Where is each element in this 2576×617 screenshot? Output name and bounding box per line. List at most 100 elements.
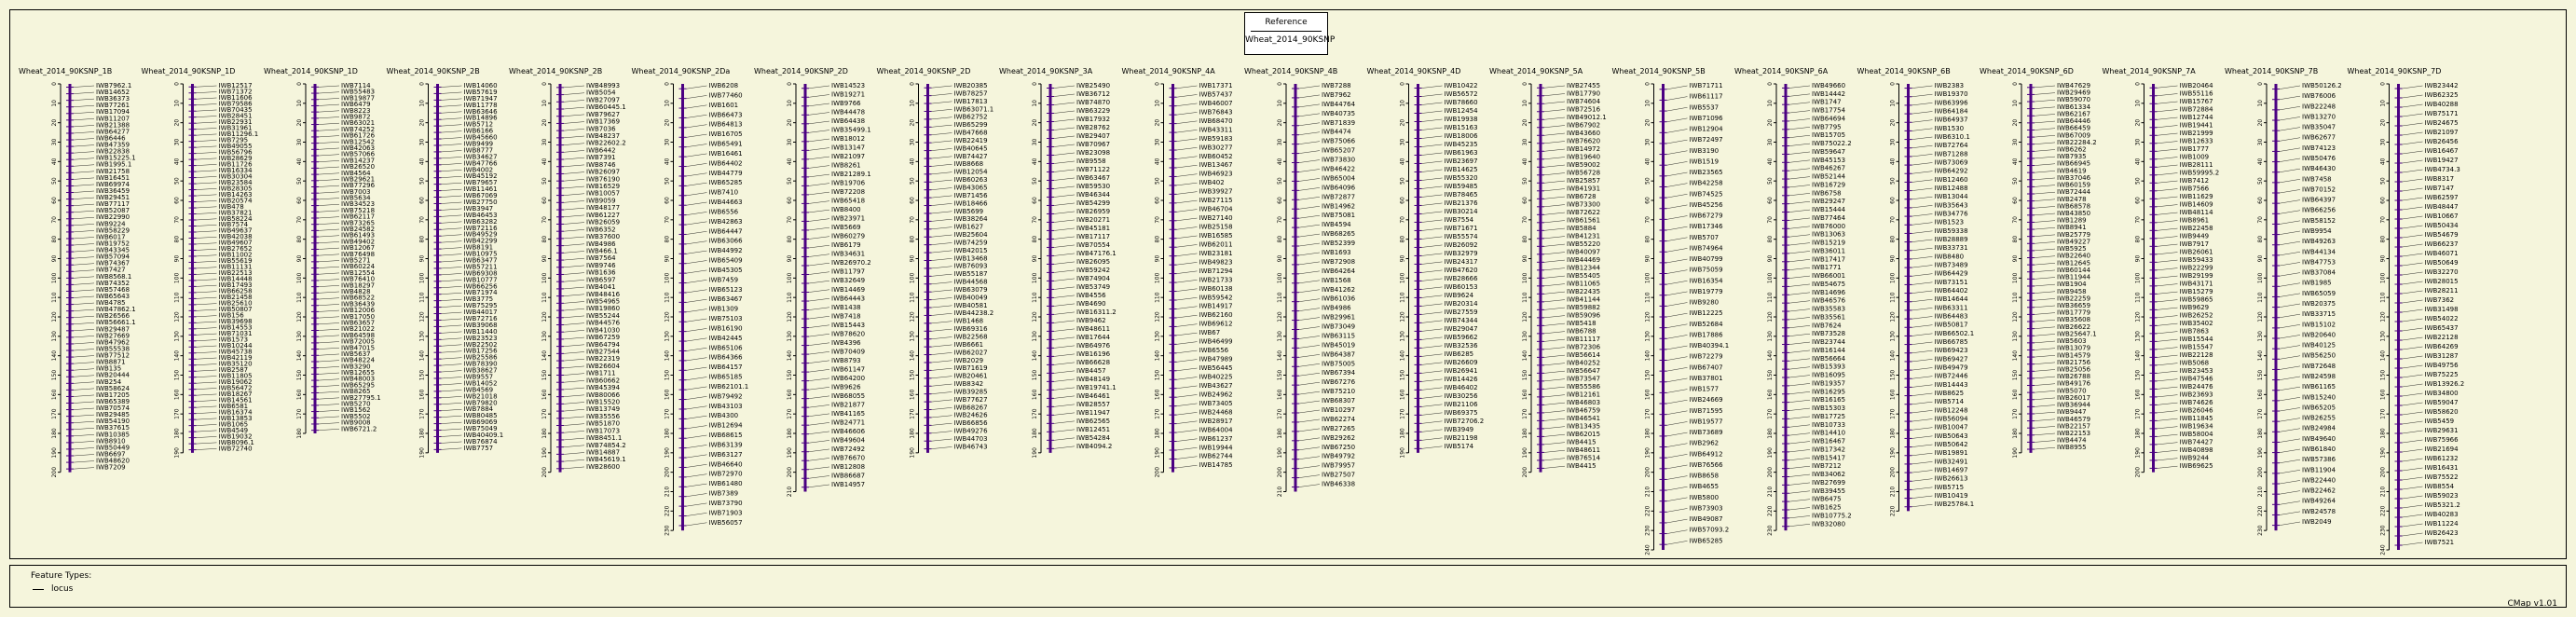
marker-label: IWB47629 [2057, 82, 2090, 89]
marker-label: IWB45235 [1445, 141, 1478, 148]
marker-label: IWB15547 [2180, 344, 2213, 351]
marker-label: IWB31498 [2425, 306, 2459, 313]
marker-connector [2402, 420, 2423, 425]
marker-connector [73, 112, 95, 114]
marker-connector [1176, 94, 1198, 98]
marker-connector [1911, 418, 1933, 422]
marker-connector [2402, 336, 2423, 341]
scale-tick-label: 30 [1645, 139, 1651, 146]
marker-connector [318, 85, 340, 88]
marker-label: IWB35120 [219, 360, 253, 367]
marker-label: IWB18267 [219, 391, 253, 398]
chromosome-column-5: Wheat_2014_90KSNP_2Da0102030405060708090… [632, 67, 749, 536]
marker-label: IWB59047 [2425, 399, 2459, 406]
marker-label: IWB56472 [219, 384, 253, 391]
marker-connector [2279, 521, 2301, 526]
marker-label: IWB4734.3 [2425, 166, 2460, 173]
marker-label: IWB4619 [2057, 167, 2087, 174]
scale-tick-label: 190 [1645, 447, 1651, 459]
scale-tick-label: 100 [419, 272, 426, 283]
scale-tick-label: 90 [2257, 255, 2264, 263]
marker-label: IWB14917 [1199, 303, 1233, 310]
marker-connector [441, 396, 462, 399]
marker-connector [2402, 532, 2423, 537]
marker-label: IWB61036 [1322, 295, 1356, 303]
marker-label: IWB12451 [1076, 426, 1110, 433]
scale-tick-label: 80 [419, 236, 426, 243]
scale-tick-label: 100 [1890, 272, 1897, 283]
marker-label: IWB30214 [1445, 208, 1479, 215]
marker-label: IWB47753 [2302, 258, 2336, 266]
marker-label: IWB1625 [1812, 504, 1842, 512]
scale-tick-label: 130 [2135, 331, 2142, 342]
marker-label: IWB77261 [96, 102, 130, 109]
marker-label: IWB76566 [1690, 461, 1724, 469]
marker-label: IWB64483 [1935, 313, 1968, 321]
marker-label: IWB17073 [586, 427, 620, 434]
marker-connector [686, 144, 707, 147]
marker-connector [1911, 333, 1933, 336]
scale-tick-label: 110 [787, 292, 793, 303]
scale-tick-label: 60 [1522, 197, 1528, 204]
marker-label: IWB62677 [2302, 134, 2336, 142]
marker-label: IWB60263 [954, 176, 988, 184]
marker-connector [2157, 442, 2178, 446]
marker-label: IWB40394.1 [1690, 342, 1730, 350]
marker-label: IWB27140 [1199, 214, 1233, 222]
scale-tick-label: 120 [2135, 311, 2142, 322]
scale-tick-label: 130 [51, 331, 58, 342]
marker-connector [1911, 444, 1933, 447]
marker-label: IWB47620 [1445, 267, 1478, 274]
marker-connector [1543, 188, 1566, 191]
marker-connector [1543, 386, 1566, 390]
marker-connector [1298, 159, 1321, 163]
marker-connector [1421, 227, 1443, 231]
marker-label: IWB64446 [2057, 117, 2091, 125]
marker-label: IWB17779 [2057, 309, 2090, 317]
marker-connector [196, 260, 217, 263]
marker-label: IWB70574 [96, 404, 130, 412]
scale-tick-label: 180 [2135, 428, 2142, 439]
scale-tick-label: 150 [1155, 370, 1161, 381]
scale-tick-label: 120 [51, 311, 58, 322]
marker-connector [686, 250, 707, 254]
marker-label: IWB60153 [1445, 283, 1478, 291]
marker-connector [1911, 478, 1933, 482]
marker-label: IWB5925 [2057, 245, 2087, 253]
marker-connector [1298, 206, 1321, 210]
marker-connector [196, 230, 217, 233]
marker-connector [196, 436, 217, 438]
scale-tick-label: 130 [1522, 331, 1528, 342]
scale-tick-label: 120 [2380, 311, 2387, 322]
scale-tick-label: 210 [1645, 487, 1651, 498]
marker-label: IWB16144 [1812, 347, 1846, 354]
scale-tick-label: 30 [296, 139, 303, 146]
marker-connector [73, 243, 95, 246]
marker-connector [441, 403, 462, 404]
marker-connector [2157, 410, 2178, 414]
scale-tick-label: 190 [2012, 447, 2019, 459]
marker-label: IWB62167 [2057, 110, 2090, 117]
marker-label: IWB38627 [464, 367, 498, 375]
marker-label: IWB78390 [464, 361, 498, 368]
marker-connector [318, 110, 340, 113]
marker-label: IWB52087 [96, 207, 130, 214]
scale-tick-label: 10 [1155, 100, 1161, 107]
marker-connector [318, 360, 340, 363]
marker-connector [1053, 295, 1076, 298]
marker-label: IWB19634 [2180, 423, 2214, 431]
marker-label: IWB48114 [2180, 209, 2214, 216]
scale-tick-label: 90 [787, 255, 793, 263]
scale-tick-label: 90 [1400, 255, 1406, 263]
marker-label: IWB50476 [2302, 155, 2336, 162]
marker-connector [1911, 144, 1933, 148]
marker-connector [1911, 324, 1933, 328]
scale-tick-label: 90 [296, 255, 303, 263]
marker-label: IWB4986 [586, 240, 616, 248]
marker-label: IWB22502 [464, 341, 498, 349]
marker-connector [1666, 291, 1688, 295]
marker-connector [1543, 299, 1566, 303]
marker-connector [1176, 147, 1198, 151]
marker-label: IWB9766 [831, 100, 861, 107]
marker-connector [808, 254, 830, 257]
